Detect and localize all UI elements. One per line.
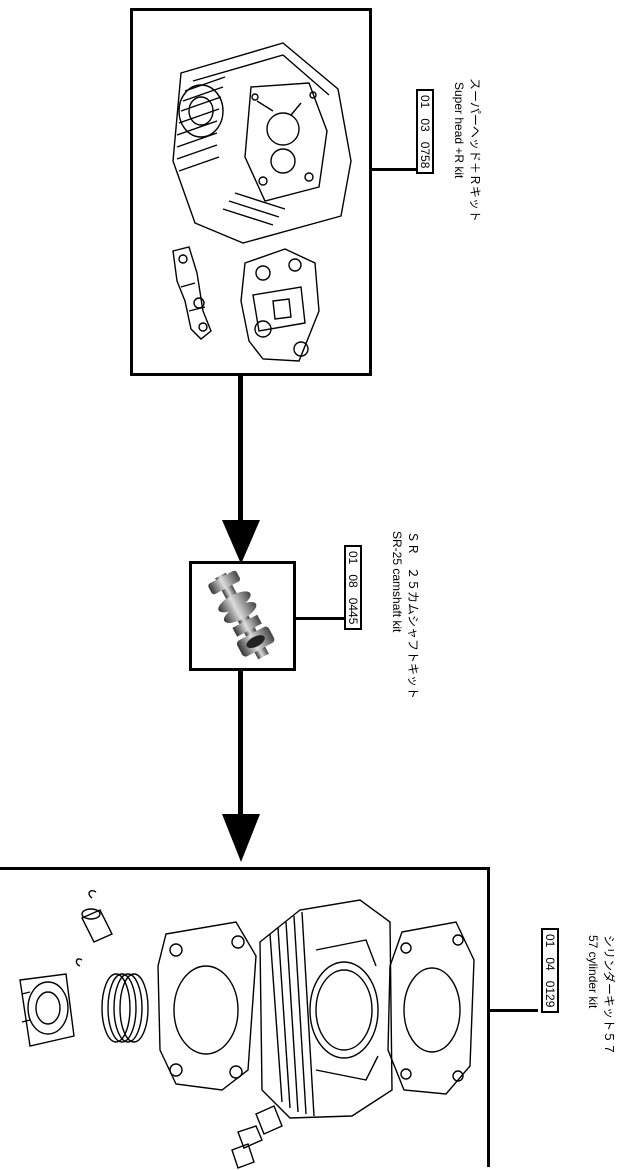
arrow-down-icon (222, 520, 260, 564)
part-number-box: 01 04 0129 (541, 928, 559, 1014)
part-name-en: Super head +R kit (452, 82, 466, 179)
part-name-jp: スーパーヘッド＋Ｒキット (468, 78, 482, 222)
part-number-box: 01 08 0445 (344, 545, 362, 631)
part-number: 01 04 0129 (543, 934, 557, 1008)
part-number: 01 08 0445 (346, 551, 360, 625)
part-name-en: SR-25 camshaft kit (390, 531, 404, 633)
connector-line (296, 617, 344, 620)
part-number-box: 01 03 0758 (416, 89, 434, 175)
camshaft-illustration (208, 570, 275, 660)
part-name-en: 57 cylinder kit (586, 935, 600, 1009)
part-number: 01 03 0758 (418, 95, 432, 169)
camshaft-kit-frame (189, 561, 296, 671)
connector-line (490, 1009, 538, 1012)
part-name-jp: シリンダーキット５７ (602, 935, 616, 1056)
super-head-kit-frame (130, 8, 372, 376)
connector-line (372, 168, 417, 171)
cylinder-kit-frame (0, 867, 490, 1169)
cylinder-kit-illustration (19, 889, 475, 1169)
flow-arrow-shaft (238, 671, 243, 819)
flow-arrow-shaft (238, 376, 243, 526)
cylinder-head-illustration (172, 42, 352, 362)
arrow-down-icon (222, 814, 260, 862)
part-name-jp: ＳＲ ２５カムシャフトキット (406, 531, 420, 700)
